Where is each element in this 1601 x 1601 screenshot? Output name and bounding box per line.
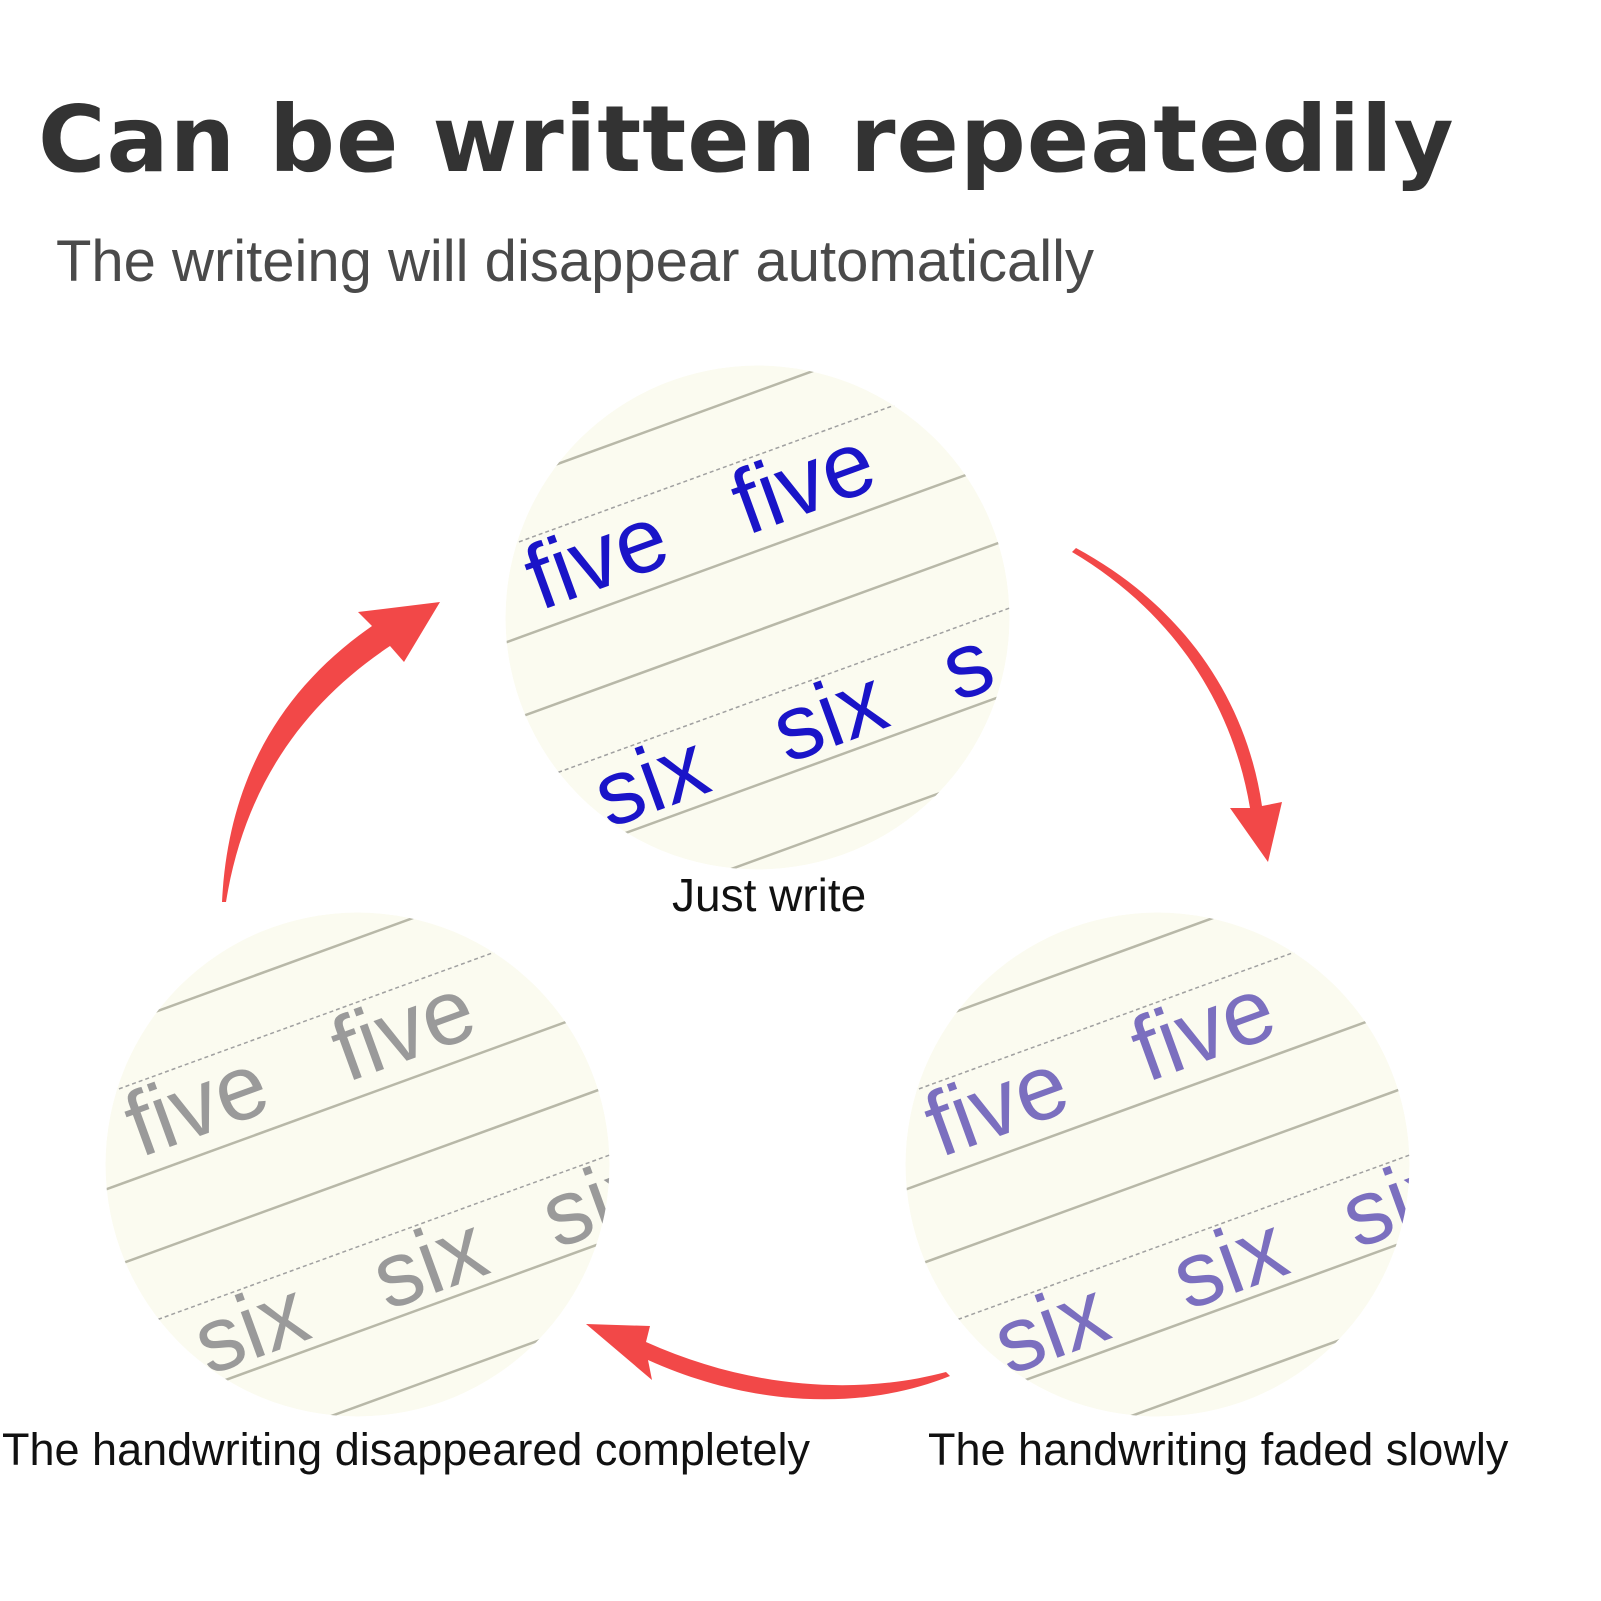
arrow-bottom-icon <box>586 1324 950 1400</box>
page-subtitle: The writeing will disappear automaticall… <box>56 229 1095 294</box>
circle-just-write: e five five six six s <box>505 365 1010 870</box>
arrow-left-icon <box>222 602 440 902</box>
caption-just-write: Just write <box>672 869 867 921</box>
paper-background <box>905 912 1410 1417</box>
page-title: Can be written repeatedily <box>38 86 1455 193</box>
circle-disappeared: e five five six six six <box>105 912 610 1417</box>
caption-faded-slowly: The handwriting faded slowly <box>928 1424 1509 1475</box>
paper-background <box>105 912 610 1417</box>
paper-background <box>505 365 1010 870</box>
arrow-right-icon <box>1072 548 1282 862</box>
circle-faded: e five five six six six <box>905 912 1410 1417</box>
caption-disappeared-completely: The handwriting disappeared completely <box>2 1424 810 1475</box>
